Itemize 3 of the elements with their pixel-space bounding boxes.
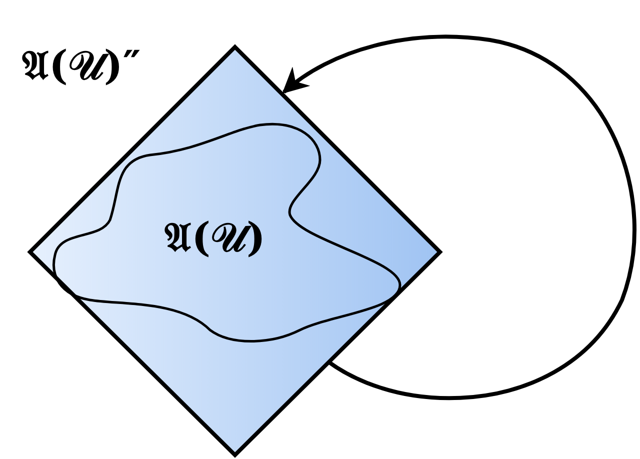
curved-arrow [282, 34, 636, 400]
math-label: 𝔄(𝒰) [164, 218, 266, 258]
math-label: 𝔄(𝒰)″ [22, 46, 141, 86]
